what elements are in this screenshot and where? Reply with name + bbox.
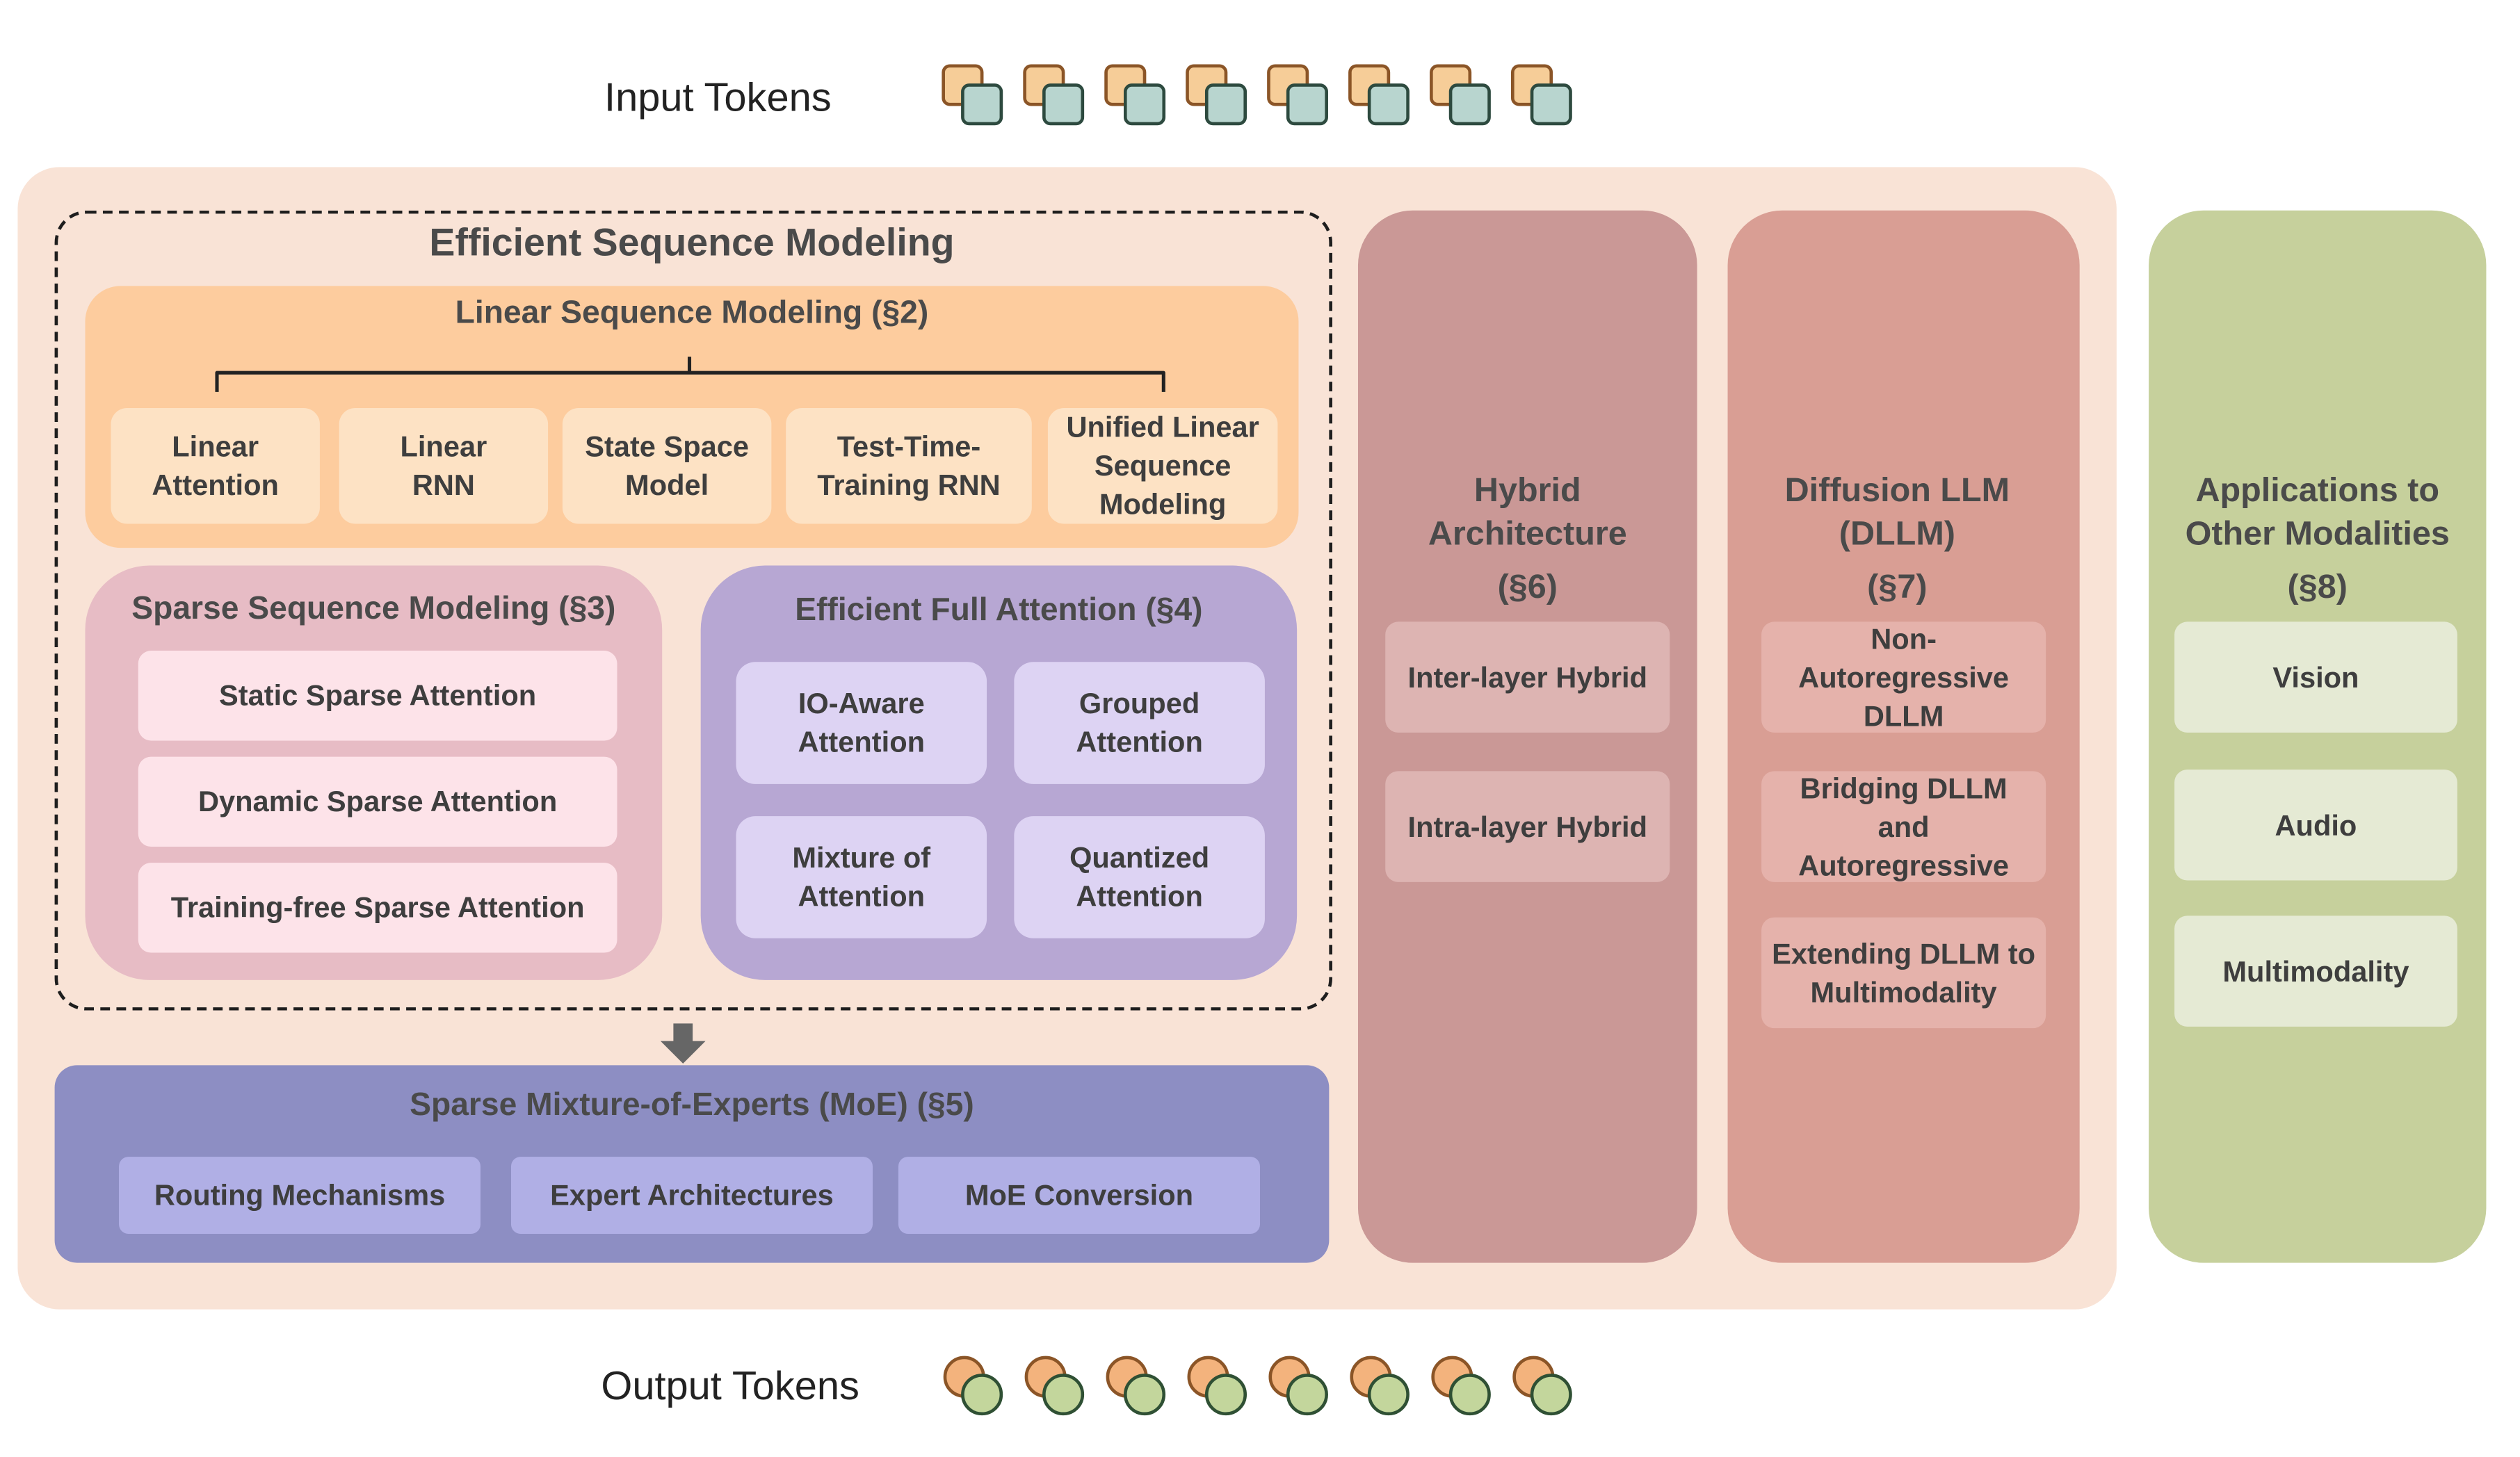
output-token (1350, 1356, 1410, 1416)
test-time-training-rnn-box: Test-Time- Training RNN (786, 408, 1032, 524)
output-token-row (943, 1356, 1572, 1416)
hybrid-architecture-title: Hybrid Architecture (1428, 472, 1627, 553)
output-token (943, 1356, 1003, 1416)
diffusion-llm-title: Diffusion LLM (DLLM) (1784, 472, 2010, 553)
input-token (1430, 64, 1491, 126)
hybrid-section-number: (§6) (1497, 569, 1558, 606)
expert-architectures-box: Expert Architectures (510, 1157, 873, 1235)
output-token (1512, 1356, 1572, 1416)
output-token (1024, 1356, 1085, 1416)
applications-panel (2149, 210, 2487, 1263)
inter-layer-hybrid-box: Inter-layer Hybrid (1385, 621, 1670, 733)
state-space-model-box: State Space Model (562, 408, 772, 524)
sparse-sequence-modeling-title: Sparse Sequence Modeling (§3) (131, 591, 616, 627)
input-tokens-label: Input Tokens (604, 75, 832, 121)
efficient-full-attention-title: Efficient Full Attention (§4) (795, 592, 1203, 628)
linear-rnn-box: Linear RNN (339, 408, 549, 524)
linear-sequence-modeling-title: Linear Sequence Modeling (§2) (455, 295, 929, 332)
mixture-of-attention-box: Mixture of Attention (736, 816, 987, 938)
io-aware-attention-box: IO-Aware Attention (736, 662, 987, 784)
multimodality-box: Multimodality (2174, 915, 2457, 1027)
input-token-row (942, 64, 1572, 126)
applications-section-number: (§8) (2287, 569, 2348, 606)
non-autoregressive-dllm-box: Non- Autoregressive DLLM (1761, 621, 2046, 733)
down-arrow-icon (660, 1023, 706, 1064)
efficient-sequence-modeling-title: Efficient Sequence Modeling (429, 221, 955, 266)
unified-linear-sequence-modeling-box: Unified Linear Sequence Modeling (1047, 408, 1278, 524)
diffusion-llm-panel (1727, 210, 2080, 1263)
input-token (1023, 64, 1085, 126)
output-token (1268, 1356, 1328, 1416)
input-token (1104, 64, 1166, 126)
vision-box: Vision (2174, 621, 2457, 733)
linear-attention-box: Linear Attention (111, 408, 320, 524)
grouped-attention-box: Grouped Attention (1014, 662, 1265, 784)
output-token (1106, 1356, 1166, 1416)
applications-title: Applications to Other Modalities (2185, 472, 2450, 553)
training-free-sparse-attention-box: Training-free Sparse Attention (138, 863, 617, 953)
output-tokens-label: Output Tokens (601, 1364, 859, 1409)
hybrid-architecture-panel (1357, 210, 1697, 1263)
bridging-dllm-autoregressive-box: Bridging DLLM and Autoregressive (1761, 771, 2046, 882)
input-token (1348, 64, 1410, 126)
dynamic-sparse-attention-box: Dynamic Sparse Attention (138, 756, 617, 847)
output-token (1187, 1356, 1247, 1416)
input-token (1267, 64, 1328, 126)
dllm-section-number: (§7) (1867, 569, 1928, 606)
quantized-attention-box: Quantized Attention (1014, 816, 1265, 938)
intra-layer-hybrid-box: Intra-layer Hybrid (1385, 771, 1670, 882)
moe-conversion-box: MoE Conversion (898, 1157, 1260, 1235)
input-token (1510, 64, 1572, 126)
efficient-sequence-modeling-frame (54, 210, 1332, 1011)
linear-bracket (215, 357, 1165, 392)
routing-mechanisms-box: Routing Mechanisms (119, 1157, 481, 1235)
audio-box: Audio (2174, 770, 2457, 881)
input-token (942, 64, 1003, 126)
static-sparse-attention-box: Static Sparse Attention (138, 651, 617, 741)
extending-dllm-multimodality-box: Extending DLLM to Multimodality (1761, 917, 2046, 1029)
output-token (1431, 1356, 1491, 1416)
input-token (1186, 64, 1247, 126)
moe-title: Sparse Mixture-of-Experts (MoE) (§5) (410, 1087, 974, 1123)
